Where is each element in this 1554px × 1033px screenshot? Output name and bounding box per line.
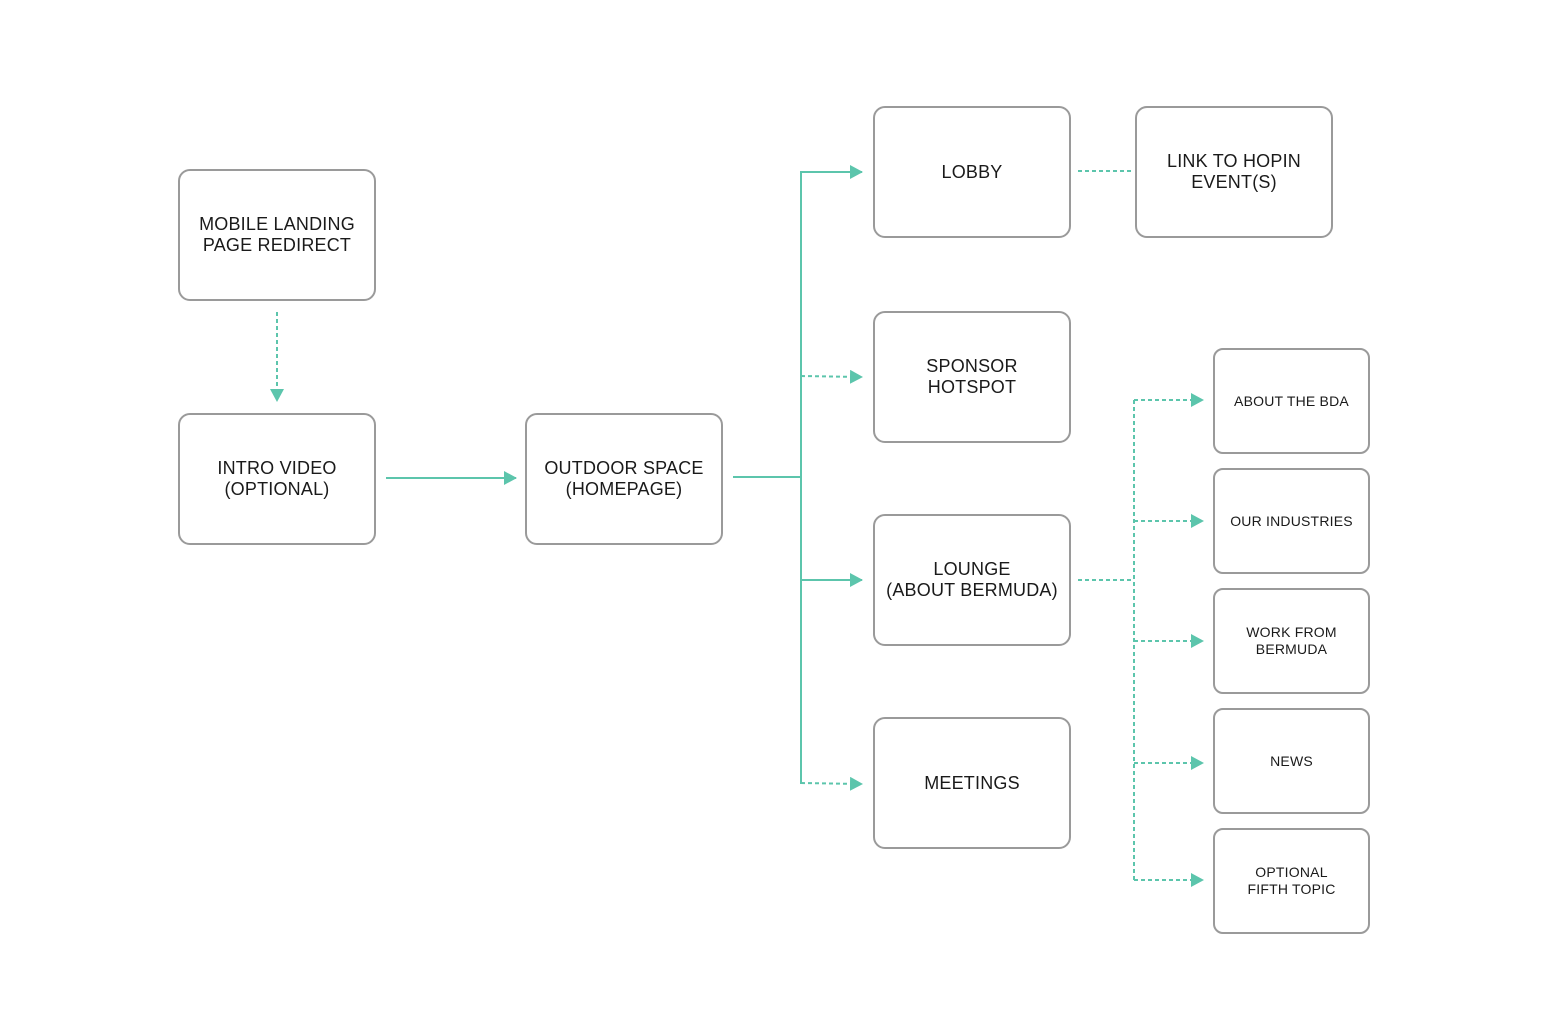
- node-optional-fifth-topic: OPTIONAL FIFTH TOPIC: [1213, 828, 1370, 934]
- node-news: NEWS: [1213, 708, 1370, 814]
- edge-outdoor-to-meetings: [800, 776, 863, 791]
- node-lounge: LOUNGE (ABOUT BERMUDA): [873, 514, 1071, 646]
- node-sponsor-hotspot: SPONSOR HOTSPOT: [873, 311, 1071, 443]
- node-work-from-bermuda: WORK FROM BERMUDA: [1213, 588, 1370, 694]
- node-about-the-bda: ABOUT THE BDA: [1213, 348, 1370, 454]
- node-our-industries: OUR INDUSTRIES: [1213, 468, 1370, 574]
- node-mobile-landing-page-redirect: MOBILE LANDING PAGE REDIRECT: [178, 169, 376, 301]
- node-outdoor-space: OUTDOOR SPACE (HOMEPAGE): [525, 413, 723, 545]
- node-intro-video: INTRO VIDEO (OPTIONAL): [178, 413, 376, 545]
- edge-outdoor-to-sponsor: [800, 369, 863, 384]
- node-meetings: MEETINGS: [873, 717, 1071, 849]
- node-lobby: LOBBY: [873, 106, 1071, 238]
- node-link-to-hopin-events: LINK TO HOPIN EVENT(S): [1135, 106, 1333, 238]
